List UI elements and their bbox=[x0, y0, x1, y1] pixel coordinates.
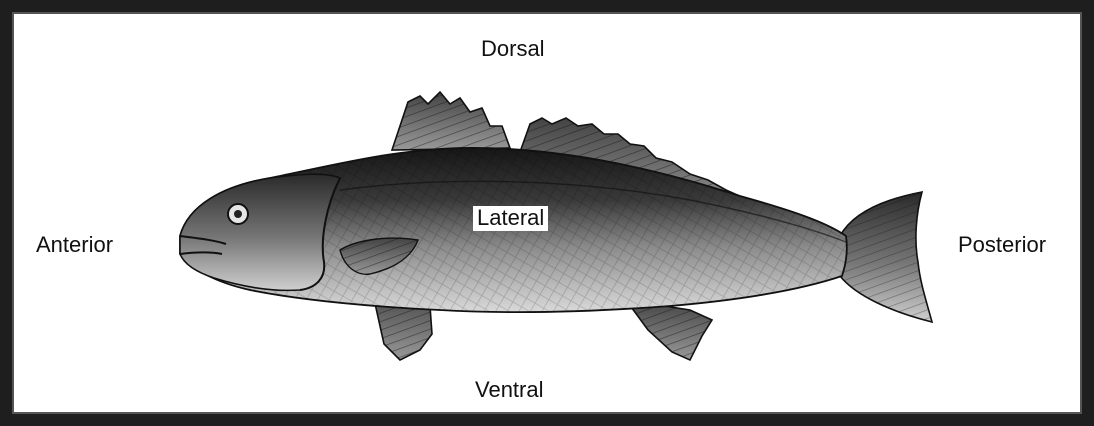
ventral-label: Ventral bbox=[475, 379, 544, 401]
lateral-label: Lateral bbox=[473, 206, 548, 231]
posterior-label: Posterior bbox=[958, 234, 1046, 256]
fish-head bbox=[180, 174, 340, 290]
anterior-label: Anterior bbox=[36, 234, 113, 256]
dorsal-label: Dorsal bbox=[481, 38, 545, 60]
